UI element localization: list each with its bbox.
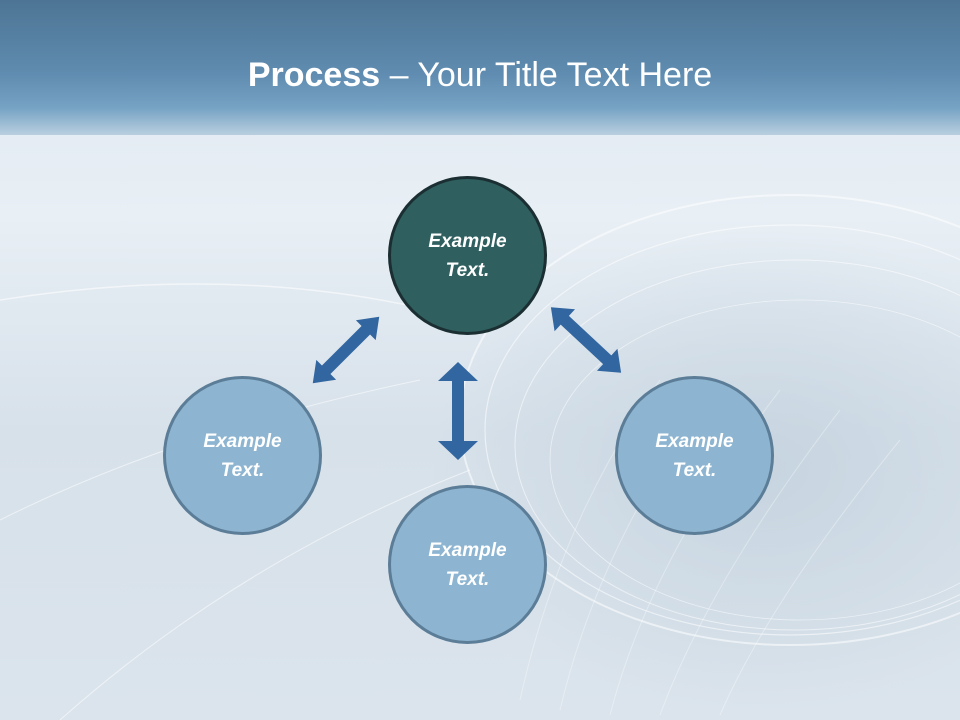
node-top: Example Text. — [388, 176, 547, 335]
node-right: Example Text. — [615, 376, 774, 535]
node-bottom-line2: Text. — [445, 568, 490, 590]
node-left-line1: Example — [203, 430, 282, 452]
arrow-top-bottom — [438, 362, 478, 460]
title-bold: Process — [247, 56, 381, 94]
title-bar — [0, 0, 960, 135]
node-left: Example Text. — [163, 376, 322, 535]
node-top-line1: Example — [428, 230, 507, 252]
node-right-line2: Text. — [672, 459, 717, 481]
node-bottom-line1: Example — [428, 539, 507, 561]
arrow-top-left — [312, 316, 380, 384]
node-right-line1: Example — [655, 430, 734, 452]
page-title: Process – Your Title Text Here — [0, 52, 960, 98]
node-bottom: Example Text. — [388, 485, 547, 644]
node-left-line2: Text. — [220, 459, 265, 481]
arrow-top-right — [550, 307, 622, 373]
node-top-line2: Text. — [445, 259, 490, 281]
title-rest: – Your Title Text Here — [380, 56, 713, 94]
